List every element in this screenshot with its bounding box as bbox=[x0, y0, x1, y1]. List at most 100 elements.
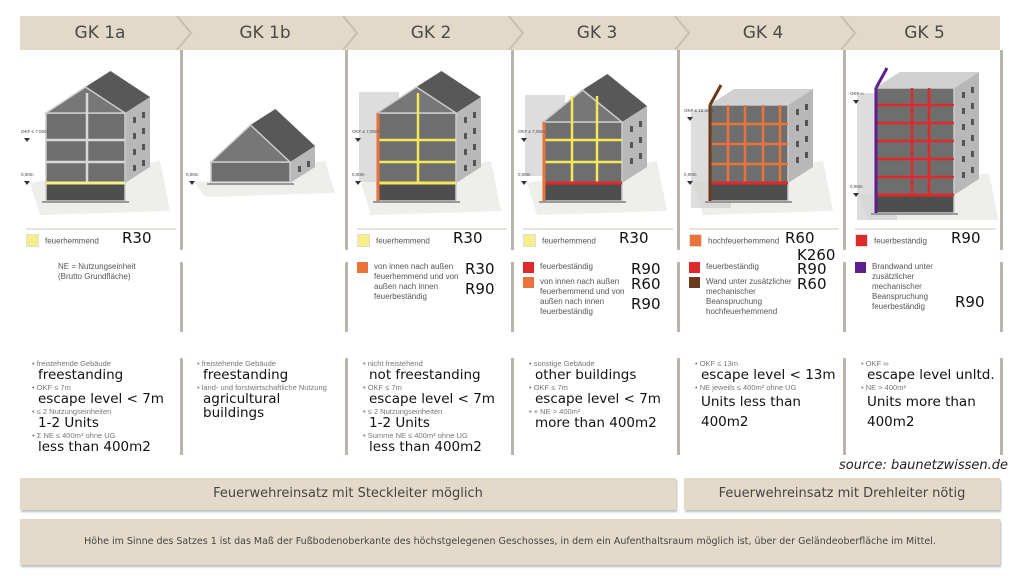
criteria-german: freistehende Gebäude bbox=[32, 360, 176, 368]
elevation-label: 0,00m bbox=[684, 172, 697, 177]
fire-rating-code: R90 bbox=[955, 293, 985, 311]
legend-label: Wand unter zusätzlicher mechanischer Bea… bbox=[706, 277, 792, 316]
legend-label: von innen nach außen feuerhemmend und vo… bbox=[540, 277, 625, 316]
column-gap bbox=[20, 250, 183, 262]
criteria-english: escape level < 13m bbox=[701, 367, 836, 383]
column-gap bbox=[517, 250, 680, 262]
column-gap bbox=[517, 332, 680, 358]
color-swatch bbox=[689, 262, 700, 273]
legend-label: feuerbeständig bbox=[874, 236, 927, 246]
elevation-marker-icon bbox=[521, 181, 527, 185]
class-title: GK 3 bbox=[576, 23, 618, 43]
fire-rating-code: R30 bbox=[122, 229, 152, 247]
legend-secondary: von innen nach außen feuerhemmend und vo… bbox=[357, 262, 507, 332]
legend-label: hochfeuerhemmend bbox=[708, 236, 780, 246]
criteria-english: 1-2 Units bbox=[369, 415, 430, 431]
column-gap bbox=[683, 250, 846, 262]
color-swatch bbox=[523, 277, 534, 288]
criteria-english: 1-2 Units bbox=[38, 415, 99, 431]
color-swatch bbox=[523, 262, 534, 273]
column-gap bbox=[849, 332, 1003, 358]
criteria-english: more than 400m2 bbox=[535, 415, 657, 431]
legend-item: von innen nach außen feuerhemmend und vo… bbox=[357, 262, 507, 302]
color-swatch bbox=[689, 277, 700, 288]
color-swatch bbox=[523, 234, 536, 248]
fire-rating-code: R60 bbox=[785, 229, 815, 247]
criteria-german: + NE > 400m² bbox=[529, 408, 673, 416]
fire-rating-code: R90 bbox=[797, 260, 827, 278]
class-title: GK 4 bbox=[742, 23, 784, 43]
legend-label: feuerhemmend bbox=[542, 236, 596, 246]
legend-primary: hochfeuerhemmend R60 bbox=[689, 228, 839, 254]
elevation-label: OKF ≤ 7,00m bbox=[21, 129, 48, 134]
criteria-english: escape level < 7m bbox=[369, 391, 495, 407]
elevation-marker-icon bbox=[355, 181, 361, 185]
criteria-german: OKF ∞ bbox=[861, 360, 996, 368]
fire-rating-code: R60 bbox=[631, 275, 661, 293]
criteria-list: freistehende Gebäudefreestandingland- un… bbox=[197, 360, 341, 422]
column-gap bbox=[185, 332, 348, 358]
elevation-label: 0,00m bbox=[186, 172, 199, 177]
legend-label: feuerbeständig bbox=[540, 262, 593, 271]
criteria-german: NE > 400m² bbox=[861, 384, 996, 392]
criteria-german: NE jeweils ≤ 400m² ohne UG bbox=[695, 384, 839, 392]
elevation-label: 0,00m bbox=[352, 172, 365, 177]
fire-rating-code: R90 bbox=[631, 260, 661, 278]
criteria-english: escape level < 7m bbox=[535, 391, 661, 407]
elevation-label: OKF ≤ 13,00m bbox=[684, 108, 714, 113]
color-swatch bbox=[855, 234, 868, 248]
column-gap bbox=[351, 332, 514, 358]
legend-secondary: feuerbeständig R90 von innen nach außen fe… bbox=[523, 262, 673, 332]
fire-rating-code: R30 bbox=[465, 260, 495, 278]
legend-secondary bbox=[191, 262, 341, 332]
elevation-label: 0,00m bbox=[21, 172, 34, 177]
legend-label: Brandwand unter zusätzlicher mechanische… bbox=[872, 262, 933, 311]
elevation-marker-icon bbox=[24, 138, 30, 142]
building-illustration bbox=[687, 84, 833, 215]
elevation-label: OKF ≤ 7,00m bbox=[518, 129, 545, 134]
steckleiter-band: Feuerwehreinsatz mit Steckleiter möglich bbox=[20, 478, 676, 510]
color-swatch bbox=[357, 262, 368, 273]
building-illustration bbox=[355, 71, 501, 215]
column-gap bbox=[351, 250, 514, 262]
legend-item: von innen nach außen feuerhemmend und vo… bbox=[523, 277, 673, 317]
criteria-english: escape level unltd. bbox=[867, 367, 995, 383]
criteria-german: OKF ≤ 7m bbox=[32, 384, 176, 392]
legend-secondary: Brandwand unter zusätzlicher mechanische… bbox=[855, 262, 996, 332]
criteria-english: escape level < 7m bbox=[38, 391, 164, 407]
criteria-english: freestanding bbox=[38, 367, 124, 383]
legend-item: feuerbeständig R90 bbox=[523, 262, 673, 277]
color-swatch bbox=[689, 234, 702, 248]
legend-item: Brandwand unter zusätzlicher mechanische… bbox=[855, 262, 996, 312]
legend-label: feuerhemmend bbox=[376, 236, 430, 246]
criteria-german: Summe NE ≤ 400m² ohne UG bbox=[363, 432, 507, 440]
criteria-german: OKF ≤ 13m bbox=[695, 360, 839, 368]
legend-secondary: NE = Nutzungseinheit (Brutto Grundfläche… bbox=[26, 262, 176, 332]
building-illustration bbox=[853, 67, 999, 220]
building-illustration bbox=[24, 71, 170, 215]
criteria-german: OKF ≤ 7m bbox=[529, 384, 673, 392]
criteria-german: land- und forstwirtschaftliche Nutzung bbox=[197, 384, 341, 392]
elevation-label: OKF ∞ bbox=[850, 91, 864, 96]
column-gap bbox=[20, 332, 183, 358]
criteria-list: freistehende GebäudefreestandingOKF ≤ 7m… bbox=[32, 360, 176, 456]
elevation-label: 0,00m bbox=[850, 184, 863, 189]
elevation-label: 0,00m bbox=[518, 172, 531, 177]
criteria-english: agricultural buildings bbox=[203, 391, 281, 421]
fire-rating-code: R30 bbox=[453, 229, 483, 247]
fire-rating-code: K260 bbox=[797, 246, 836, 264]
